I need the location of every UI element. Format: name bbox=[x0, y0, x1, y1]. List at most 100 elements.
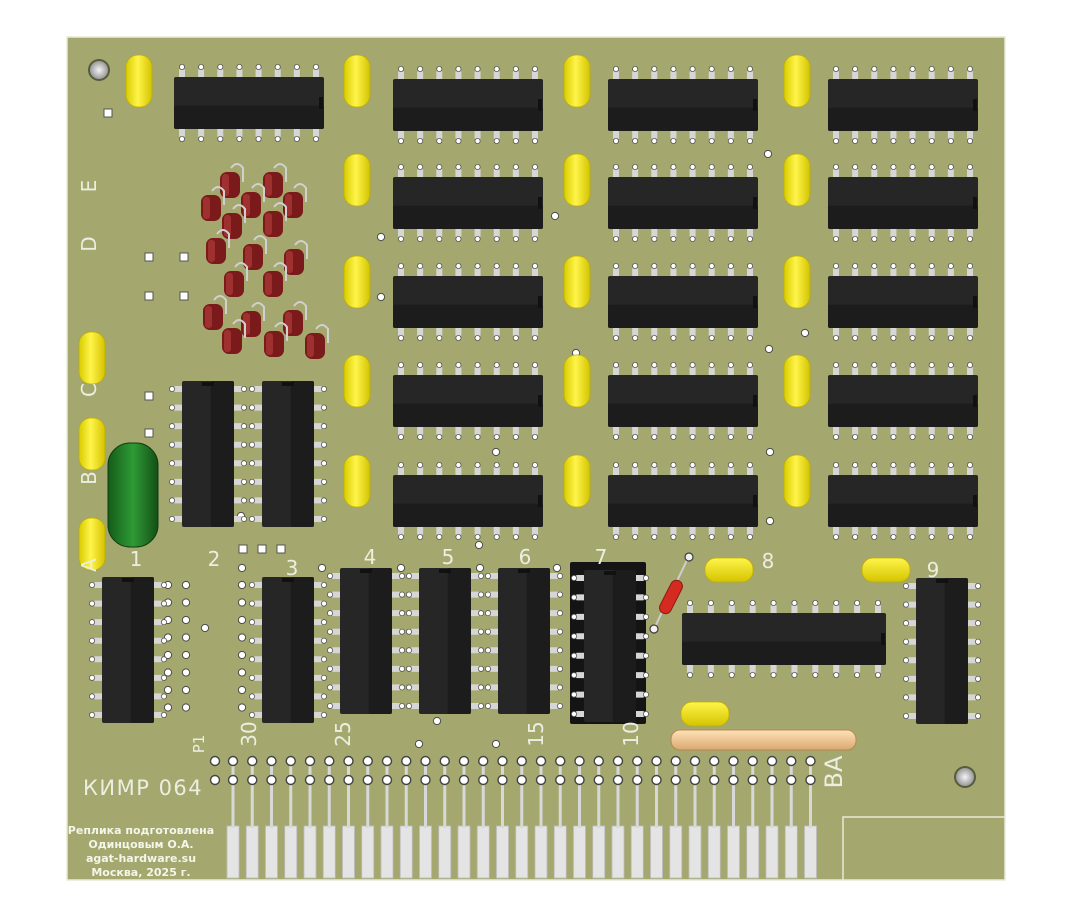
connector-pad-bottom bbox=[401, 774, 412, 786]
connector-pad-bottom bbox=[458, 774, 470, 786]
gold-finger bbox=[438, 825, 452, 879]
connector-pad-top bbox=[227, 755, 239, 767]
dip-chip-horizontal bbox=[608, 66, 758, 144]
via bbox=[181, 650, 191, 660]
connector-pad-bottom bbox=[516, 774, 527, 786]
gold-finger bbox=[496, 825, 509, 879]
connector-pad-top bbox=[343, 755, 354, 767]
capacitor-vertical bbox=[343, 454, 371, 508]
capacitor-vertical bbox=[783, 153, 811, 207]
connector-pad-bottom bbox=[709, 774, 720, 786]
square-pad bbox=[179, 252, 189, 262]
via bbox=[237, 563, 247, 573]
gold-finger bbox=[457, 825, 471, 879]
dip-chip-vertical bbox=[903, 578, 982, 724]
connector-pad-top bbox=[593, 755, 604, 767]
horizontal-chips bbox=[174, 64, 978, 679]
capacitor-horizontal bbox=[680, 701, 730, 727]
diode bbox=[264, 322, 288, 357]
row-label-d: D bbox=[77, 236, 101, 251]
connector-pad-top bbox=[497, 755, 508, 767]
via bbox=[163, 668, 173, 677]
gold-finger bbox=[361, 825, 375, 879]
row-label-e: E bbox=[77, 180, 101, 193]
via bbox=[764, 344, 774, 354]
dip-chip-horizontal bbox=[828, 163, 978, 242]
gold-finger bbox=[245, 825, 259, 879]
via bbox=[765, 447, 775, 457]
column-label-7: 7 bbox=[595, 545, 608, 569]
via bbox=[181, 685, 191, 695]
dip-chip-vertical bbox=[89, 577, 167, 723]
column-label-5: 5 bbox=[442, 545, 455, 569]
diode bbox=[284, 240, 308, 275]
connector-pad-bottom bbox=[420, 774, 431, 786]
diode bbox=[263, 262, 287, 297]
diode-matrix bbox=[201, 163, 329, 359]
dip-chip-horizontal bbox=[828, 262, 978, 341]
connector-pad-bottom bbox=[689, 774, 701, 786]
connector-pin-25: 25 bbox=[331, 721, 355, 746]
gold-finger bbox=[804, 825, 817, 879]
edge-connector-pads bbox=[209, 755, 816, 828]
via bbox=[181, 580, 191, 590]
connector-pad-bottom bbox=[247, 774, 258, 786]
connector-pad-top bbox=[266, 755, 277, 767]
square-pad bbox=[144, 391, 154, 401]
gold-finger bbox=[784, 825, 798, 879]
connector-pad-bottom bbox=[381, 774, 393, 786]
via bbox=[181, 668, 191, 677]
via bbox=[491, 739, 501, 749]
via bbox=[181, 633, 191, 642]
dip-chip-horizontal bbox=[174, 64, 324, 142]
silkscreen-text: E D C B A 1 2 3 4 5 6 7 8 9 P1 30 25 15 … bbox=[68, 180, 940, 879]
via bbox=[237, 703, 247, 712]
dip-chip-horizontal bbox=[608, 361, 758, 440]
connector-pad-top bbox=[612, 755, 624, 767]
via bbox=[200, 623, 210, 633]
dip-chip-vertical bbox=[405, 568, 484, 714]
connector-pad-bottom bbox=[324, 774, 335, 786]
dip-chip-horizontal bbox=[608, 262, 758, 341]
via bbox=[237, 650, 247, 660]
diode bbox=[305, 324, 329, 359]
resistor bbox=[649, 552, 694, 634]
square-pad bbox=[144, 252, 154, 262]
gold-finger bbox=[650, 825, 663, 879]
connector-pad-top bbox=[574, 755, 585, 767]
credit-line-1: Реплика подготовлена bbox=[68, 824, 214, 837]
column-label-8: 8 bbox=[762, 549, 775, 573]
via bbox=[237, 685, 247, 695]
connector-pad-bottom bbox=[651, 774, 662, 786]
row-label-a: A bbox=[77, 558, 101, 572]
diode bbox=[222, 319, 246, 354]
capacitor-vertical bbox=[343, 354, 371, 408]
connector-pad-top bbox=[401, 755, 412, 767]
connector-pad-top bbox=[362, 755, 373, 767]
via bbox=[552, 563, 562, 573]
connector-pad-bottom bbox=[786, 774, 797, 786]
column-label-9: 9 bbox=[927, 558, 940, 582]
via bbox=[765, 516, 775, 526]
connector-pad-bottom bbox=[362, 774, 373, 786]
connector-pad-top bbox=[247, 755, 258, 767]
connector-pad-bottom bbox=[632, 774, 643, 786]
square-pad bbox=[179, 291, 189, 301]
via bbox=[800, 328, 810, 338]
connector-pad-bottom bbox=[478, 774, 489, 786]
via bbox=[163, 650, 173, 660]
connector-pad-top bbox=[670, 755, 681, 767]
dip-chip-horizontal bbox=[393, 163, 543, 242]
connector-pad-top bbox=[709, 755, 720, 767]
dip-chip-horizontal bbox=[828, 66, 978, 144]
wooden-spacer bbox=[670, 729, 857, 751]
gold-finger bbox=[688, 825, 702, 879]
connector-pad-top bbox=[632, 755, 643, 767]
via bbox=[763, 149, 773, 159]
via bbox=[181, 615, 191, 625]
capacitor-vertical bbox=[783, 255, 811, 309]
gold-finger bbox=[322, 825, 336, 879]
connector-pad-top bbox=[420, 755, 431, 767]
gold-finger bbox=[669, 825, 683, 879]
credit-line-4: Москва, 2025 г. bbox=[91, 866, 190, 879]
